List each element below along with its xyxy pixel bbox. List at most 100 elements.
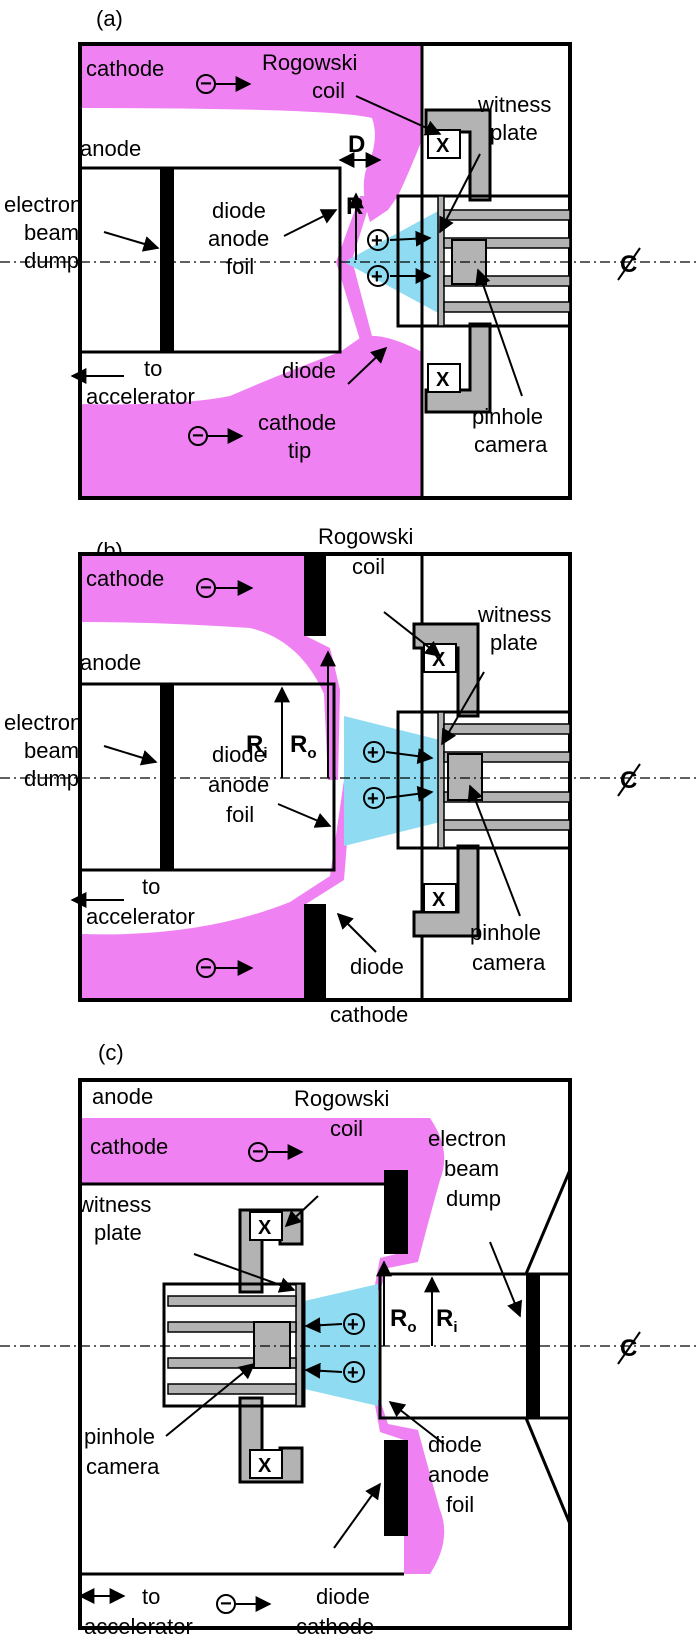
panel-a-label-anode: anode	[80, 136, 141, 161]
panel-b-label-pin-2: camera	[472, 950, 546, 975]
panel-c-label-pin-1: pinhole	[84, 1424, 155, 1449]
panel-a-witness-plate	[437, 195, 445, 327]
panel-a-label-daf-1: diode	[212, 198, 266, 223]
panel-b-label-acc-2: accelerator	[86, 904, 195, 929]
panel-a-ion-1: +	[371, 230, 383, 252]
panel-b-ion-2: +	[367, 788, 379, 810]
panel-b-label-cathode: cathode	[86, 566, 164, 591]
panel-b-label-dc-1: diode	[350, 954, 404, 979]
panel-a-label-witness-1: witness	[477, 92, 551, 117]
panel-b-label-rogowski-2: coil	[352, 554, 385, 579]
panel-c-label-acc-1: to	[142, 1584, 160, 1609]
panel-a-electron-top: −	[200, 73, 212, 95]
panel-b-diode-cathode-top	[304, 554, 326, 636]
panel-b-label-dc-2: cathode	[330, 1002, 408, 1027]
panel-a-label-ebd-3: dump	[24, 248, 79, 273]
panel-b-label-ro: Ro	[290, 731, 317, 762]
panel-a-tag: (a)	[96, 6, 123, 31]
panel-a-label-gap-d: D	[348, 131, 365, 158]
panel-b-electron-beam-dump	[160, 684, 174, 870]
panel-b-ion-beam	[344, 716, 440, 846]
panel-a-label-rogowski-1: Rogowski	[262, 50, 357, 75]
panel-c: (c) X X +	[0, 1040, 700, 1639]
panel-b-label-ebd-1: electron	[4, 710, 82, 735]
panel-a-label-pin-1: pinhole	[472, 404, 543, 429]
panel-c-electron-top: −	[252, 1141, 264, 1163]
panel-c-label-cathode: cathode	[90, 1134, 168, 1159]
panel-b-electron-bottom: −	[200, 957, 212, 979]
panel-b-label-anode: anode	[80, 650, 141, 675]
panel-b-label-rogowski-1: Rogowski	[318, 524, 413, 549]
panel-c-label-witness-1: witness	[77, 1192, 151, 1217]
panel-c-coil-x-bottom: X	[258, 1455, 272, 1477]
panel-b-rogowski-housing-bottom	[412, 844, 480, 938]
panel-c-label-witness-2: plate	[94, 1220, 142, 1245]
panel-c-label-rogowski-2: coil	[330, 1116, 363, 1141]
panel-a-label-radius-r: R	[346, 193, 363, 220]
panel-a-label-dct-2: cathode	[258, 410, 336, 435]
panel-a-label-daf-3: foil	[226, 254, 254, 279]
panel-a-label-daf-2: anode	[208, 226, 269, 251]
panel-c-ion-1: +	[347, 1314, 359, 1336]
panel-a-label-dct-1: diode	[282, 358, 336, 383]
panel-b-electron-top: −	[200, 577, 212, 599]
panel-b-label-acc-1: to	[142, 874, 160, 899]
panel-a-label-acc-1: to	[144, 356, 162, 381]
panel-c-label-ri: Ri	[436, 1305, 458, 1336]
panel-c-cathode-bottom	[80, 1400, 445, 1574]
panel-b-label-daf-2: anode	[208, 772, 269, 797]
panel-a-camera-body	[396, 194, 572, 328]
panel-b-cathode-bottom	[80, 780, 352, 1000]
panel-a-label-dct-3: tip	[288, 438, 311, 463]
panel-a-cathode-top	[80, 44, 422, 222]
panel-c-label-ro: Ro	[390, 1305, 417, 1336]
panel-c-cathode-top	[80, 1118, 445, 1290]
panel-a-coil-x-bottom: X	[436, 369, 450, 391]
panel-c-witness-plate	[295, 1283, 303, 1407]
panel-c-label-ebd-2: beam	[444, 1156, 499, 1181]
panel-a-plasma-sheath	[336, 196, 372, 340]
panel-b-camera-body	[396, 710, 572, 850]
panel-a-cathode-bottom	[80, 335, 422, 498]
panel-a-label-ebd-2: beam	[24, 220, 79, 245]
panel-c-electron-bottom: −	[220, 1593, 232, 1615]
panel-b-label-ebd-3: dump	[24, 766, 79, 791]
panel-a-label-rogowski-2: coil	[312, 78, 345, 103]
panel-b-anode	[80, 682, 336, 872]
panel-c-pinhole-camera	[253, 1321, 291, 1369]
panel-c-label-acc-2: accelerator	[84, 1614, 193, 1639]
panel-a-label-ebd-1: electron	[4, 192, 82, 217]
panel-c-label-daf-3: foil	[446, 1492, 474, 1517]
panel-a-ion-2: +	[371, 266, 383, 288]
panel-a-coil-x-top: X	[436, 135, 450, 157]
panel-b-label-ebd-2: beam	[24, 738, 79, 763]
panel-c-label-daf-1: diode	[428, 1432, 482, 1457]
panel-b-label-witness-1: witness	[477, 602, 551, 627]
panel-b-pinhole-camera	[447, 753, 483, 801]
panel-c-label-dc-1: diode	[316, 1584, 370, 1609]
panel-a-anode	[80, 166, 342, 354]
panel-c-electron-beam-dump	[526, 1274, 540, 1418]
panel-c-label-daf-2: anode	[428, 1462, 489, 1487]
panel-c-label-dc-2: cathode	[296, 1614, 374, 1639]
panel-c-label-rogowski-1: Rogowski	[294, 1086, 389, 1111]
panel-a-electron-bottom: −	[192, 425, 204, 447]
panel-b-label-pin-1: pinhole	[470, 920, 541, 945]
panel-b-label-daf-3: foil	[226, 802, 254, 827]
panel-c-label-pin-2: camera	[86, 1454, 160, 1479]
panel-c-diode-cathode-bottom	[384, 1440, 408, 1536]
panel-a-label-witness-2: plate	[490, 120, 538, 145]
panel-c-label-ebd-1: electron	[428, 1126, 506, 1151]
panel-b-label-ri: Ri	[246, 731, 268, 762]
panel-a-label-acc-2: accelerator	[86, 384, 195, 409]
panel-c-label-anode: anode	[92, 1084, 153, 1109]
panel-a-label-pin-2: camera	[474, 432, 548, 457]
panel-c-diode-cathode-top	[384, 1170, 408, 1254]
panel-c-ion-beam	[300, 1284, 378, 1406]
panel-b-diode-cathode-bottom	[304, 904, 326, 1000]
panel-b-label-witness-2: plate	[490, 630, 538, 655]
panel-b-coil-x-bottom: X	[432, 889, 446, 911]
panel-c-ion-2: +	[347, 1362, 359, 1384]
panel-a: (a) X X + +	[0, 6, 700, 500]
